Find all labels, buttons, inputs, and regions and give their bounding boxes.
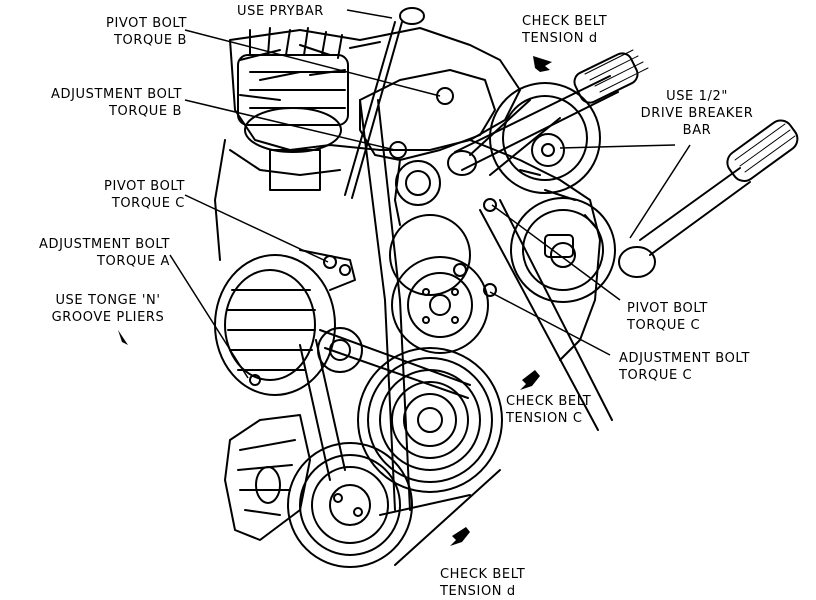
label-pivot-bolt-torque-b: PIVOT BOLT TORQUE B (82, 15, 187, 49)
label-adjustment-bolt-torque-b: ADJUSTMENT BOLT TORQUE B (14, 86, 182, 120)
leader-breaker-2 (629, 144, 691, 239)
breaker-bar-line1: USE 1/2" (666, 89, 728, 104)
check-arrow-top (533, 56, 552, 72)
tension-pulley (510, 197, 616, 303)
pivot-bolt-b-line1: PIVOT BOLT (106, 16, 187, 31)
upper-bracket (359, 69, 496, 226)
breaker-bar-line3: BAR (682, 123, 712, 138)
pivot-bolt-c-left-line1: PIVOT BOLT (104, 179, 185, 194)
label-check-belt-tension-bottom: CHECK BELT TENSION d (440, 566, 525, 600)
pliers-line1: USE TONGE 'N' (55, 293, 161, 308)
bolt-heads (323, 198, 497, 297)
adjustment-bolt-c-line1: ADJUSTMENT BOLT (619, 351, 750, 366)
label-adjustment-bolt-torque-a: ADJUSTMENT BOLT TORQUE A (4, 236, 170, 270)
breaker-bar-top (447, 49, 649, 176)
leader-pivot-c-right (491, 204, 621, 301)
adjustment-bolt-a-line2: TORQUE A (97, 254, 170, 269)
adjustment-bolt-b-line2: TORQUE B (108, 104, 182, 119)
breaker-bar-right (618, 119, 799, 278)
label-check-belt-tension-top: CHECK BELT TENSION d (522, 13, 607, 47)
water-pump-pulley (389, 214, 489, 354)
label-use-prybar: USE PRYBAR (237, 3, 324, 20)
pivot-bolt-c-right-line2: TORQUE C (627, 318, 701, 333)
check-belt-bottom-line1: CHECK BELT (440, 567, 526, 582)
leader-pivot-c-left (184, 194, 329, 263)
adjustment-bolt-b-line1: ADJUSTMENT BOLT (51, 87, 182, 102)
check-belt-top-line1: CHECK BELT (522, 14, 608, 29)
leader-prybar (346, 9, 393, 19)
check-arrows (118, 56, 552, 546)
leader-adjust-a (169, 254, 249, 379)
breaker-bar-line2: DRIVE BREAKER (640, 106, 754, 121)
adjustment-bolt-c-line2: TORQUE C (619, 368, 693, 383)
drive-belts (299, 99, 613, 566)
label-pivot-bolt-torque-c-right: PIVOT BOLT TORQUE C (627, 300, 708, 334)
pliers-arrow (118, 330, 128, 345)
leader-adjust-b (184, 99, 396, 151)
label-pivot-bolt-torque-c-left: PIVOT BOLT TORQUE C (80, 178, 185, 212)
label-adjustment-bolt-torque-c: ADJUSTMENT BOLT TORQUE C (619, 350, 750, 384)
pivot-bolt-c-left-line2: TORQUE C (111, 196, 185, 211)
adjustment-bolt-a-line1: ADJUSTMENT BOLT (39, 237, 170, 252)
leader-pivot-b (184, 29, 441, 97)
leader-breaker-1 (559, 144, 676, 149)
ac-compressor (224, 414, 311, 541)
pivot-bolt-b-line2: TORQUE B (113, 33, 187, 48)
power-steering-pulley (489, 82, 601, 194)
label-use-breaker-bar: USE 1/2" DRIVE BREAKER BAR (622, 88, 772, 139)
check-belt-c-line1: CHECK BELT (506, 394, 592, 409)
prybar (344, 7, 425, 199)
pivot-bolt-c-right-line1: PIVOT BOLT (627, 301, 708, 316)
leader-adjust-c (489, 291, 611, 356)
leader-lines (169, 9, 691, 379)
check-arrow-bottom (450, 527, 470, 546)
use-prybar-text: USE PRYBAR (237, 4, 324, 19)
check-belt-c-line2: TENSION C (506, 411, 583, 426)
check-belt-top-line2: TENSION d (522, 31, 598, 46)
pliers-line2: GROOVE PLIERS (51, 310, 165, 325)
label-check-belt-tension-c: CHECK BELT TENSION C (506, 393, 591, 427)
check-arrow-middle (520, 370, 540, 390)
label-use-tonge-pliers: USE TONGE 'N' GROOVE PLIERS (28, 292, 188, 326)
check-belt-bottom-line2: TENSION d (440, 584, 516, 599)
